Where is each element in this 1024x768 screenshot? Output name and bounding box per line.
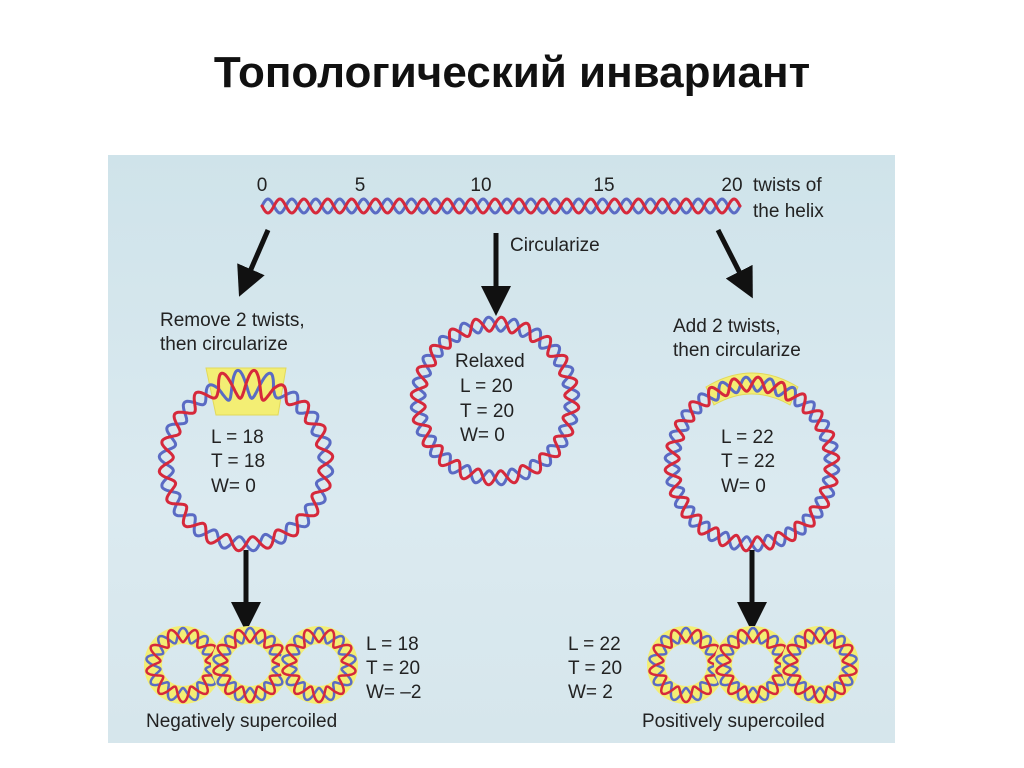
positive-supercoil-label: Positively supercoiled [642,711,825,732]
tick-suffix-line2: the helix [753,201,824,222]
negative-supercoil-label: Negatively supercoiled [146,711,337,732]
supercoil-ring [144,626,222,704]
center-linking: L = 20 [460,376,513,397]
tick-10: 10 [470,175,491,196]
positive-writhe: W= 2 [568,682,613,703]
right-action-line2: then circularize [673,340,801,361]
supercoil-ring [211,626,289,704]
supercoil-strand-red [281,628,357,704]
negative-writhe: W= –2 [366,682,421,703]
supercoil-ring [714,626,792,704]
page-title: Топологический инвариант [213,48,811,97]
right-twist: T = 22 [721,451,775,472]
left-writhe: W= 0 [211,476,256,497]
supercoil-strand-red [212,628,288,704]
center-twist: T = 20 [460,401,514,422]
arrow-down-icon [715,228,753,299]
figure-canvas: 0 5 10 15 20 twists of the helix Circula… [144,175,859,732]
circle-strand-red [157,368,335,553]
positive-linking: L = 22 [568,634,621,655]
left-linking: L = 18 [211,427,264,448]
left-action-line1: Remove 2 twists, [160,310,305,331]
supercoil-ring [280,626,358,704]
supercoil-strand-red [715,628,791,704]
helix-strand-red [260,197,742,215]
negative-twist: T = 20 [366,658,420,679]
center-writhe: W= 0 [460,425,505,446]
negative-linking: L = 18 [366,634,419,655]
left-twist: T = 18 [211,451,265,472]
tick-5: 5 [355,175,366,196]
supercoil-ring [647,626,725,704]
relaxed-label: Relaxed [455,351,525,372]
supercoil-strand-red [782,628,858,704]
positive-supercoil [647,626,859,704]
supercoil-ring [781,626,859,704]
circle-right [663,375,841,553]
circle-center [409,315,581,487]
tick-20: 20 [721,175,742,196]
circle-strand-red [409,315,581,487]
negative-supercoil [144,626,358,704]
circle-strand-red [663,375,841,553]
positive-twist: T = 20 [568,658,622,679]
circularize-label: Circularize [510,235,600,256]
circle-left [157,368,335,553]
linear-helix [260,197,742,215]
right-writhe: W= 0 [721,476,766,497]
tick-0: 0 [257,175,268,196]
arrow-down-icon [237,229,271,297]
tick-15: 15 [593,175,614,196]
supercoil-strand-red [648,628,724,704]
supercoil-strand-red [145,628,221,704]
left-action-line2: then circularize [160,334,288,355]
right-action-line1: Add 2 twists, [673,316,781,337]
right-linking: L = 22 [721,427,774,448]
tick-suffix-line1: twists of [753,175,822,196]
dna-topology-figure: 0 5 10 15 20 twists of the helix Circula… [108,155,895,743]
